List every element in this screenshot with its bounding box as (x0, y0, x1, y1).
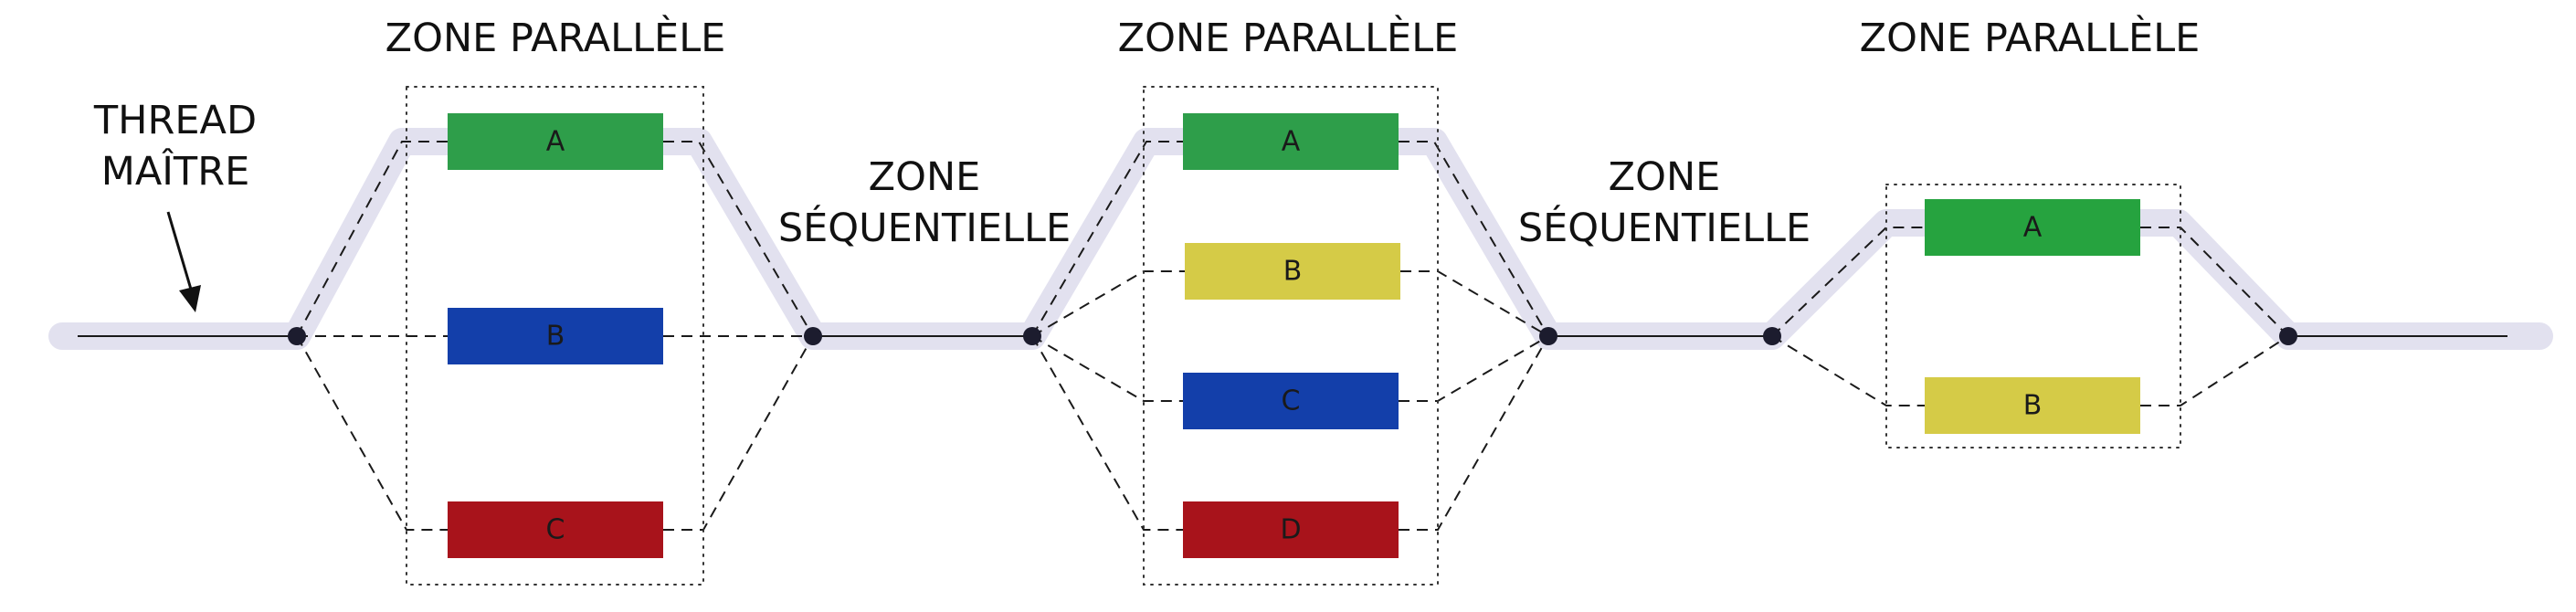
fork-join-nodes (288, 327, 2297, 345)
zone-3-task-a-bar (1925, 199, 2140, 256)
sequential-zone-label-1-line-1: ZONE (869, 154, 981, 200)
zone-3-task-b-bar (1925, 377, 2140, 434)
master-thread-label-line-2: MAÎTRE (101, 148, 250, 195)
zone-3-task-a-label: A (2023, 212, 2043, 244)
master-thread-arrow (166, 211, 201, 312)
zone-1-task-c-bar (448, 501, 663, 558)
sequential-zone-label-1-line-2: SÉQUENTIELLE (778, 205, 1071, 251)
parallel-zone-box-2 (1143, 86, 1439, 586)
thread-lines (78, 141, 2507, 531)
zone-1-branch-c-out (663, 335, 814, 531)
zone-2-task-c-bar (1183, 373, 1399, 429)
join-node-2 (1539, 327, 1557, 345)
parallel-zone-box-1 (406, 86, 704, 586)
zone-1-task-a-bar (448, 113, 663, 170)
master-thread-halo (48, 128, 2553, 350)
master-thread-label-line-1: THREAD (93, 98, 257, 143)
fork-node-1 (288, 327, 306, 345)
sequential-zone-label-2-line-2: SÉQUENTIELLE (1518, 205, 1811, 251)
zone-3-branch-b-out (2140, 335, 2289, 406)
zone-2-task-b-label: B (1283, 256, 1303, 288)
zone-2-branch-c-in (1031, 335, 1183, 402)
zone-2-task-a-bar (1183, 113, 1399, 170)
fork-node-3 (1763, 327, 1781, 345)
zone-2-task-b-bar (1185, 243, 1400, 300)
zone-1-branch-c-in (296, 335, 448, 531)
zone-1-task-a-label: A (546, 126, 565, 158)
zone-2-tasks: A B C D (1183, 113, 1400, 558)
parallel-zone-title-3: ZONE PARALLÈLE (1860, 15, 2201, 61)
zone-3-task-b-label: B (2023, 390, 2043, 422)
zone-3-branch-b-in (1771, 335, 1925, 406)
zone-2-task-d-bar (1183, 501, 1399, 558)
zone-1-branch-a-out (663, 141, 814, 337)
zone-1-tasks: A B C (448, 113, 663, 558)
zone-1-task-c-label: C (546, 514, 565, 546)
zone-3-branch-a-in (1771, 227, 1925, 337)
join-node-3 (2279, 327, 2297, 345)
zone-2-task-a-label: A (1282, 126, 1301, 158)
zone-2-branch-d-out (1399, 335, 1549, 531)
fork-node-2 (1023, 327, 1041, 345)
parallel-zone-title-2: ZONE PARALLÈLE (1118, 15, 1459, 61)
join-node-1 (804, 327, 822, 345)
zone-2-task-d-label: D (1280, 514, 1301, 546)
zone-3-tasks: A B (1925, 199, 2140, 434)
zone-1-task-b-bar (448, 308, 663, 364)
zone-2-branch-a-in (1031, 141, 1183, 337)
zone-2-task-c-label: C (1282, 385, 1301, 417)
zone-2-branch-d-in (1031, 335, 1183, 531)
parallel-zone-title-1: ZONE PARALLÈLE (385, 15, 726, 61)
sequential-zone-label-2-line-1: ZONE (1609, 154, 1721, 200)
zone-1-branch-a-in (296, 141, 448, 337)
zone-1-task-b-label: B (546, 321, 565, 353)
parallel-zone-box-3 (1885, 184, 2181, 448)
zone-2-branch-a-out (1399, 141, 1549, 337)
zone-2-branch-c-out (1399, 335, 1549, 402)
